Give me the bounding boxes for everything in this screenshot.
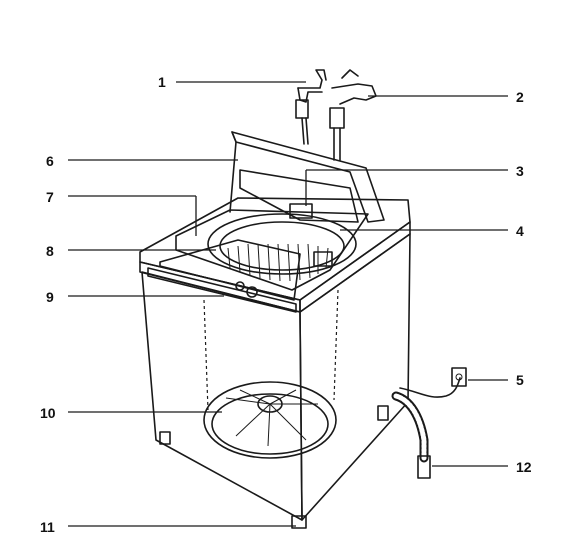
callout-9: 9 bbox=[46, 289, 54, 305]
callout-10: 10 bbox=[40, 405, 56, 421]
leader-lines bbox=[68, 81, 508, 527]
water-inlets bbox=[295, 69, 377, 161]
foot-front bbox=[291, 515, 307, 529]
callout-8: 8 bbox=[46, 243, 54, 259]
pulsator-hidden-view bbox=[203, 289, 339, 459]
drain-hose bbox=[391, 391, 431, 479]
power-cord bbox=[399, 367, 467, 398]
drain-hose-end bbox=[417, 455, 431, 479]
power-plug bbox=[451, 367, 467, 387]
callout-2: 2 bbox=[516, 89, 524, 105]
feet bbox=[159, 405, 389, 529]
control-panel bbox=[159, 239, 301, 301]
callout-4: 4 bbox=[516, 223, 524, 239]
callout-1: 1 bbox=[158, 74, 166, 90]
callout-3: 3 bbox=[516, 163, 524, 179]
callout-5: 5 bbox=[516, 372, 524, 388]
callout-6: 6 bbox=[46, 153, 54, 169]
callout-7: 7 bbox=[46, 189, 54, 205]
callout-11: 11 bbox=[40, 519, 55, 535]
cabinet bbox=[139, 197, 411, 521]
lid bbox=[229, 131, 385, 223]
callout-12: 12 bbox=[516, 459, 532, 475]
